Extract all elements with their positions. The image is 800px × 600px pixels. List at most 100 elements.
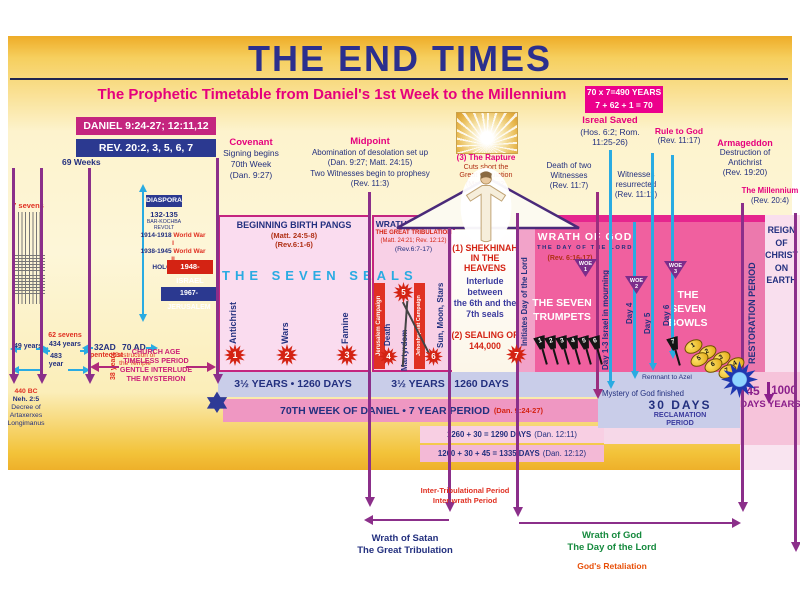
right-lower-strip: [604, 428, 740, 444]
interlude-column: [452, 230, 517, 372]
week-tally-hatch: [15, 253, 45, 271]
arrow-down: [212, 374, 223, 384]
arrow-right: [83, 366, 90, 374]
bowls-title: THE SEVEN BOWLS: [658, 288, 718, 330]
israel-saved-title: Isreal Saved: [582, 115, 638, 126]
death-witnesses-line: (Rev. 11:7): [549, 180, 589, 190]
temple-span-line: [146, 347, 153, 349]
woe-number: 1: [583, 267, 588, 273]
israel-1948-badge: 1948-ISRAEL: [167, 260, 213, 285]
restoration-column: [743, 222, 765, 372]
rapture-title: (3) The Rapture: [456, 153, 516, 162]
wrath-satan-span: [372, 519, 449, 521]
seal-label-antichrist: Antichrist: [228, 301, 238, 344]
wrath-god-bottom-label: Wrath of God The Day of the Lord God's R…: [550, 530, 674, 572]
midpoint-line: (Dan. 9:27; Matt. 24:15): [327, 158, 413, 167]
birth-pangs-title: BEGINNING BIRTH PANGS: [236, 220, 352, 230]
arrow-left: [12, 366, 19, 374]
wrath-god-bottom-line: Wrath of God: [582, 530, 642, 541]
reclamation-line: PERIOD: [666, 418, 694, 428]
remnant-label: Remnant to Azel: [642, 374, 692, 381]
arrow-left: [364, 515, 373, 525]
armageddon-line: Destruction of: [719, 148, 771, 157]
thirty-days-label: 30 DAYS: [648, 398, 712, 412]
right-bottom-strip: [740, 445, 800, 470]
rule-to-god-title: Rule to God: [654, 126, 704, 136]
seal-number: 5: [401, 288, 406, 297]
day4-arrow: [633, 222, 636, 372]
woe-word: WOE: [629, 278, 644, 284]
seven-seals-heading: THE SEVEN SEALS: [222, 268, 418, 283]
arrow-left: [90, 362, 99, 372]
formula-line2: 7 + 62 + 1 = 70: [595, 100, 653, 110]
arrow-down: [648, 363, 657, 371]
jerusalem-1967-badge: 1967- JERUSALEM: [161, 287, 217, 311]
reclamation-box: [598, 372, 740, 428]
israel-saved-line: (Hos. 6:2; Rom.: [580, 126, 640, 137]
arrow-down: [630, 371, 639, 379]
timeline-line: [88, 168, 91, 375]
wrath-god-title: WRATH OF GOD: [537, 231, 633, 243]
seal-number: 2: [284, 350, 290, 360]
subtitle: The Prophetic Timetable from Daniel's 1s…: [97, 86, 567, 103]
temple-line: the Temple: [119, 359, 151, 367]
rapture-line: Cuts short the: [463, 161, 509, 171]
arrow-down: [592, 389, 603, 399]
title-divider: [10, 78, 788, 80]
inter-line: Inter-Tribulational Period: [420, 486, 510, 495]
arrow-down: [364, 497, 375, 507]
reign-line: EARTH: [766, 275, 797, 285]
rule-to-god-annotation: Rule to God (Rev. 11:17): [645, 126, 713, 146]
church-age-block: CHURCH AGE TIMELESS PERIOD GENTLE INTERL…: [118, 347, 194, 383]
d45-line: 45: [746, 384, 760, 398]
arrow-down: [790, 542, 800, 552]
seal-label-wars: Wars: [280, 322, 290, 344]
arrow-right: [207, 362, 216, 372]
reign-line: ON: [774, 262, 789, 273]
arrow-down: [606, 381, 615, 389]
armageddon-line-vertical: [741, 203, 744, 503]
inter-tribulational-label: Inter-Tribulational Period Inter-wrath P…: [410, 486, 520, 505]
label-62-sevens: 62 sevens: [48, 332, 82, 339]
seal-label-famine: Famine: [340, 312, 350, 344]
thousand-years-label: 1000 YEARS: [768, 385, 800, 411]
reign-line: OF: [775, 237, 788, 248]
reclamation-label: RECLAMATION PERIOD: [620, 410, 740, 428]
church-age-line: THE MYSTERION: [126, 374, 186, 383]
label-70ad: 70 AD: [122, 342, 146, 352]
arrow-left: [82, 344, 89, 352]
church-age-span: [186, 366, 208, 368]
rapture-line-vertical: [448, 228, 451, 503]
rapture-rays: [457, 113, 517, 153]
formula-line1: 70 x 7=490 YEARS: [586, 87, 662, 97]
midpoint-annotation: Midpoint Abomination of desolation set u…: [286, 136, 454, 190]
bar-70th-week-label: 70TH WEEK OF DANIEL • 7 YEAR PERIOD: [279, 404, 490, 417]
ww2-years: 1938-1945: [140, 248, 172, 255]
rule-to-god-ref: (Rev. 11:17): [657, 136, 701, 145]
witnesses-resurrected-line: resurrected: [615, 179, 657, 189]
interlude-line: the 6th and the: [453, 298, 517, 308]
millennium-ref: (Rev. 20:4): [751, 195, 789, 205]
witnesses-resurrected-line: Witnesses: [617, 170, 655, 179]
timeline-line: [12, 168, 15, 375]
covenant-line: 70th Week: [230, 159, 272, 169]
ww2-label: World War II: [171, 248, 206, 263]
arrow-up: [139, 184, 147, 192]
wrath-satan-bottom-label: Wrath of Satan The Great Tribulation: [345, 533, 465, 557]
label-pentecost: pentecost: [90, 352, 124, 359]
daniel-reference-badge: DANIEL 9:24-27; 12:11,12: [76, 117, 216, 135]
label-483a: 483: [50, 353, 62, 360]
covenant-line-vertical: [216, 158, 219, 375]
label-32ad: 32AD: [94, 342, 116, 352]
rapture-burst-image: [456, 112, 518, 154]
star-of-david-icon: [206, 391, 228, 413]
bowl-number: 5: [695, 354, 703, 363]
birth-pangs-header: BEGINNING BIRTH PANGS (Matt. 24:5-8) (Re…: [220, 220, 368, 250]
israel-saved-line: 11:25-26): [592, 137, 628, 147]
midpoint-line: Two Witnesses begin to prophesy: [310, 168, 430, 178]
reclamation-line: RECLAMATION: [653, 410, 707, 419]
mystery-label: Mystery of God finished: [602, 389, 684, 398]
thousand-years-arrow: [767, 382, 770, 395]
label-49-years: 49 years: [13, 343, 43, 350]
witnesses-resurrected-annotation: Witnesses resurrected (Rev. 11:11): [608, 170, 664, 199]
